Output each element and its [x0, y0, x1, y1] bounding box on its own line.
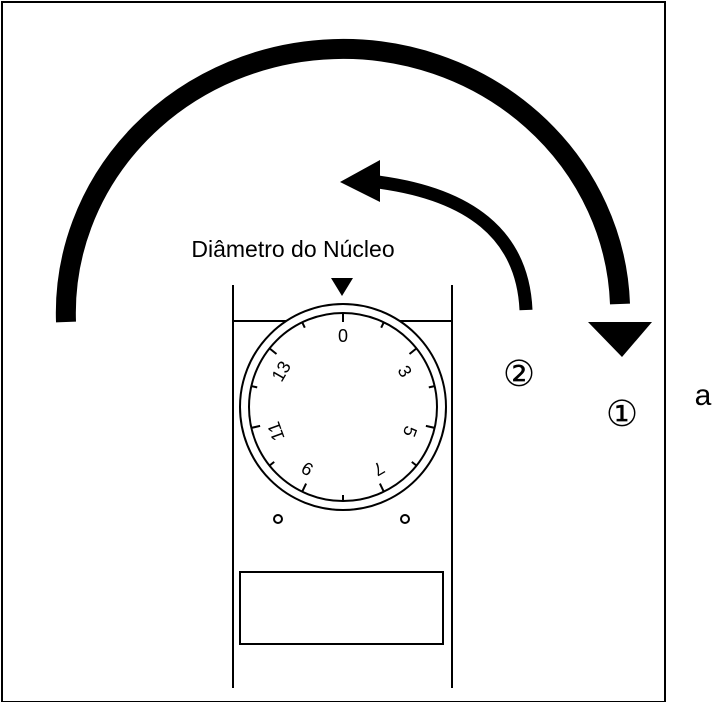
dial-pointer-icon	[331, 278, 353, 296]
dial-tick	[378, 483, 385, 493]
dial-tick	[251, 424, 261, 429]
mounting-hole-left	[273, 514, 283, 524]
dial-tick	[380, 321, 385, 329]
dial-tick	[301, 483, 308, 493]
device-lower-window	[239, 571, 444, 645]
dial-tick	[428, 385, 435, 389]
dial-tick	[411, 461, 418, 467]
diagram-frame	[1, 1, 666, 702]
dial-tick	[251, 385, 258, 389]
dial-ticks	[251, 313, 435, 501]
small-rotation-arrowhead	[340, 160, 380, 202]
large-rotation-arrowhead	[588, 322, 652, 357]
step-two-label: ②	[503, 354, 535, 395]
dial-tick	[301, 321, 306, 329]
small-rotation-arrow-shaft	[369, 174, 533, 311]
mounting-hole-right	[400, 514, 410, 524]
core-diameter-label: Diâmetro do Núcleo	[191, 236, 394, 262]
dial-tick	[268, 461, 275, 467]
dial-tick	[425, 424, 435, 429]
step-one-label: ①	[606, 394, 638, 435]
dial-number-label: 0	[338, 326, 348, 346]
side-label-a: a	[695, 379, 712, 412]
large-rotation-arrow-shaft	[55, 38, 630, 323]
dial-tick	[268, 347, 278, 355]
dial-outer-ring	[239, 303, 447, 511]
dial-tick	[408, 347, 418, 355]
